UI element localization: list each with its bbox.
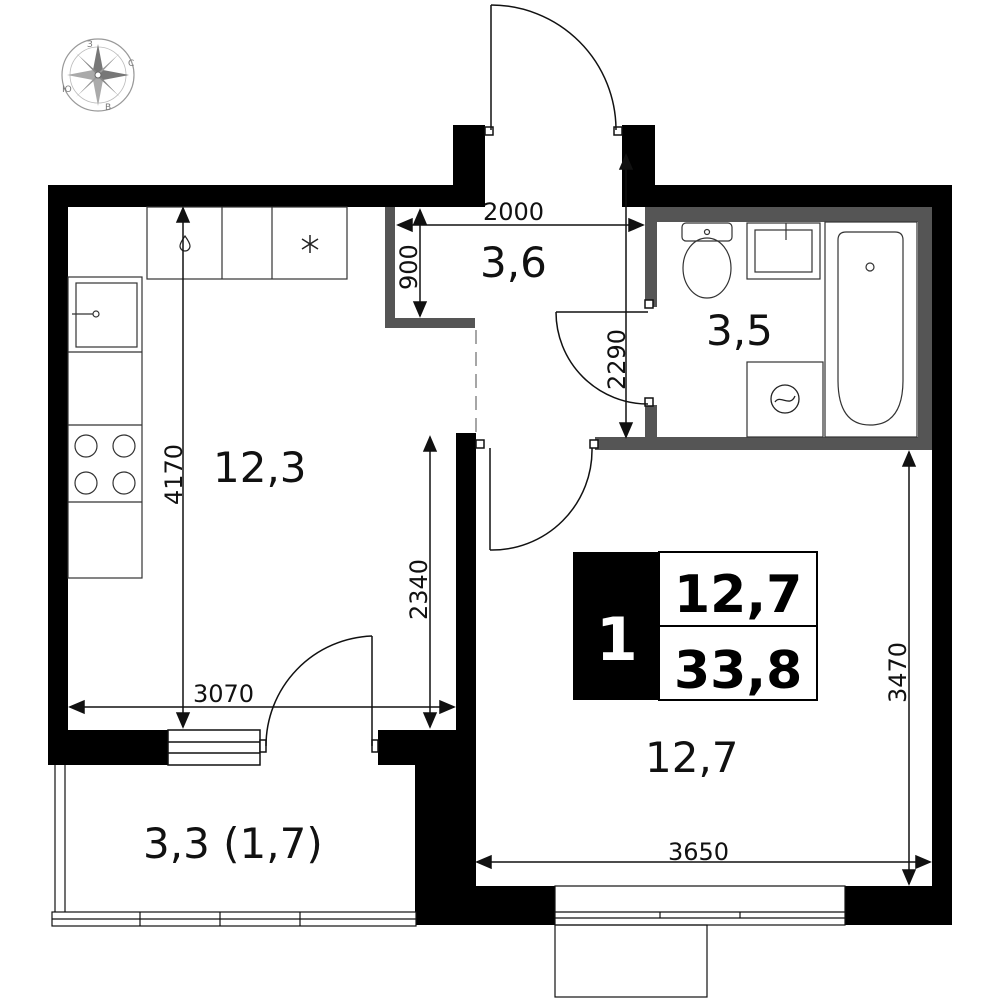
badge-total-area: 33,8: [674, 641, 802, 701]
water-drop-icon: [179, 234, 191, 252]
dimension-lines: [68, 153, 932, 886]
bedroom-area-label: 12,7: [645, 733, 739, 782]
snowflake-icon: [301, 235, 319, 253]
compass-rose-icon: З С Ю В: [61, 38, 135, 113]
washing-machine: [746, 361, 824, 438]
bathroom-fixtures: [681, 221, 918, 438]
toilet: [681, 222, 733, 299]
compass-west-letter: З: [87, 40, 93, 50]
dim-hall-width: 2000: [483, 198, 544, 226]
compass-east-letter: В: [105, 103, 111, 113]
cooktop: [74, 434, 136, 495]
area-summary-badge: 1 12,7 33,8: [573, 551, 818, 701]
kitchen-fixtures: [67, 206, 348, 579]
bathtub: [824, 221, 918, 438]
dim-kitchen-height: 4170: [160, 444, 188, 505]
kitchen-sink: [75, 282, 138, 348]
bathroom-door: [555, 299, 654, 407]
bedroom-door: [475, 439, 599, 551]
dim-bedroom-width: 3650: [668, 838, 729, 866]
bedroom-window: [554, 885, 846, 998]
hall-area-label: 3,6: [480, 238, 547, 287]
badge-living-area: 12,7: [674, 565, 802, 625]
kitchen-area-label: 12,3: [213, 443, 307, 492]
partitions: [385, 207, 932, 450]
badge-rooms-count: 1: [596, 605, 638, 675]
dim-bedroom-height: 3470: [884, 642, 912, 703]
balcony-door: [167, 635, 379, 766]
bathroom-area-label: 3,5: [706, 306, 773, 355]
compass-south-letter: Ю: [62, 85, 72, 95]
washing-machine-icon: [770, 384, 800, 414]
balcony-area-label: 3,3 (1,7): [143, 819, 323, 868]
walls: [48, 125, 952, 925]
balcony: [51, 765, 417, 927]
washbasin: [746, 222, 821, 280]
dim-bath-height: 2290: [603, 329, 631, 390]
dim-hall-niche: 900: [395, 244, 423, 290]
compass-north-letter: С: [128, 59, 134, 69]
dim-kitchen-partition: 2340: [405, 559, 433, 620]
entrance-door: [484, 4, 623, 136]
dim-kitchen-width: 3070: [193, 680, 254, 708]
